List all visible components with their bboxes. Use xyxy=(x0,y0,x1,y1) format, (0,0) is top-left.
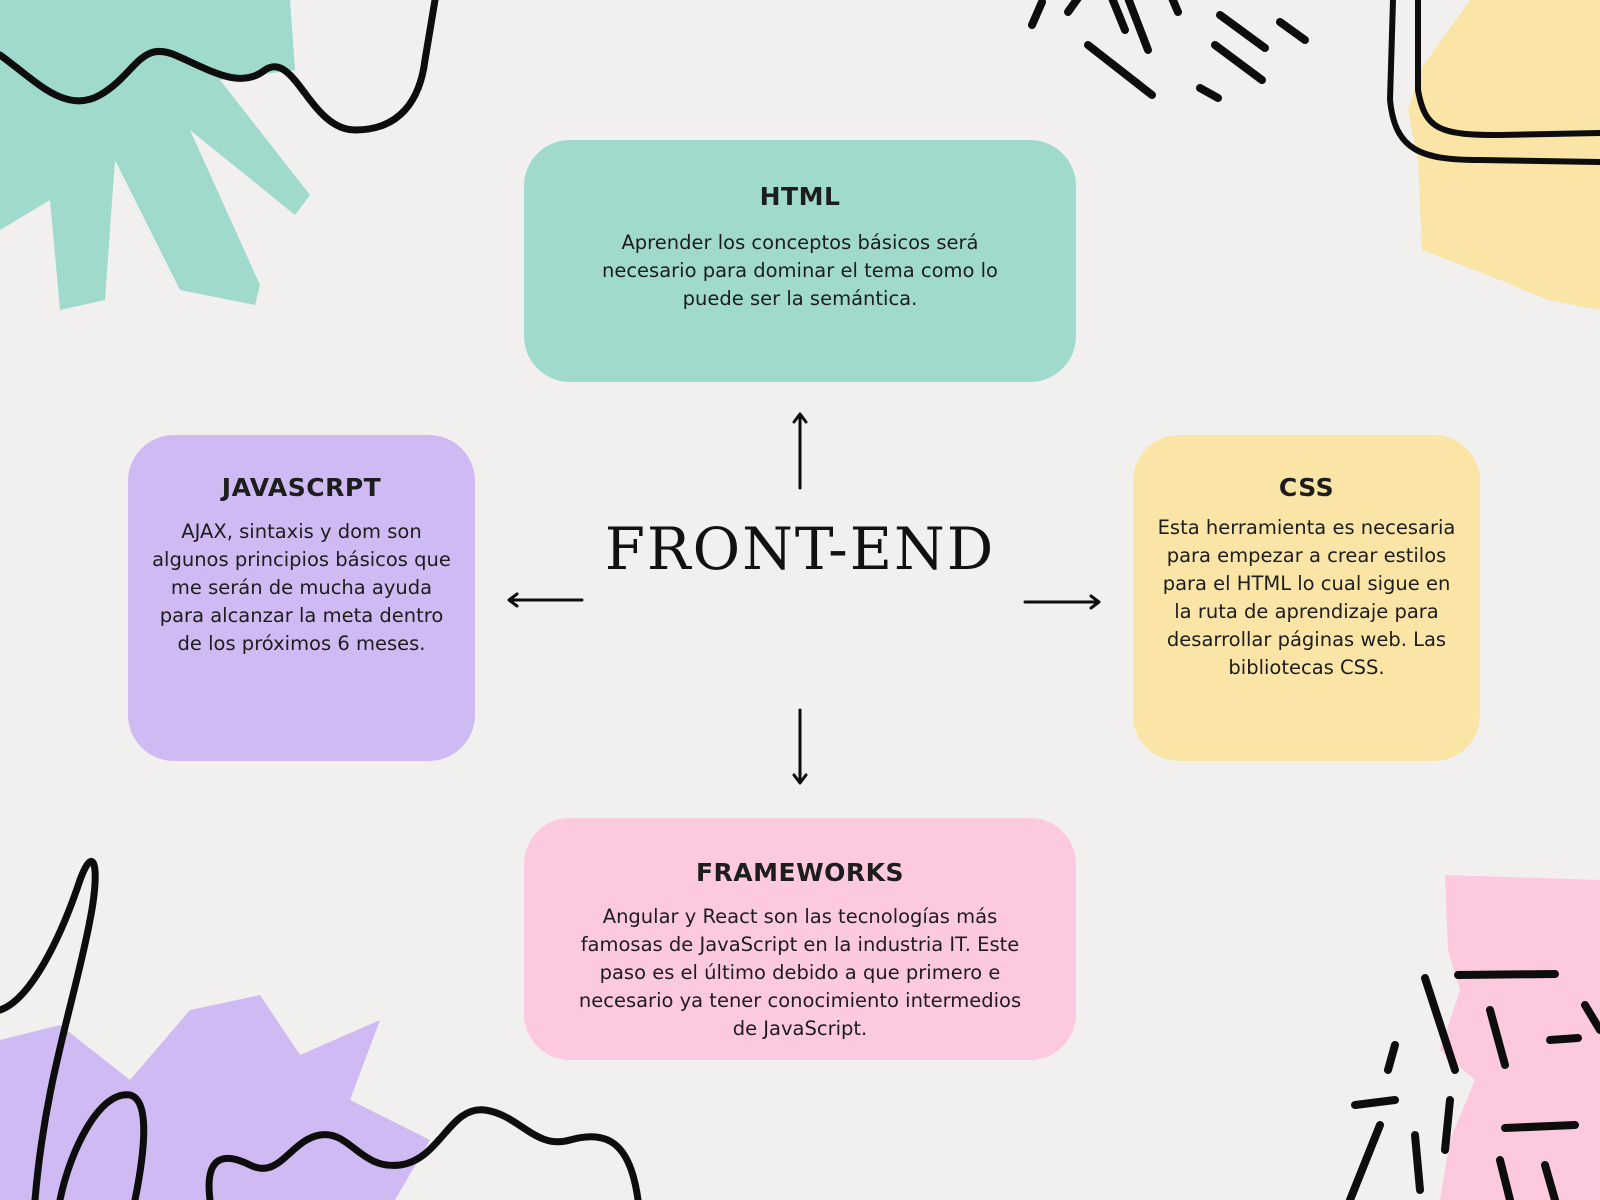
arrow-left-icon xyxy=(507,592,584,608)
wavy-line-bottom xyxy=(205,1106,642,1200)
javascript-card-body: AJAX, sintaxis y dom son algunos princip… xyxy=(152,520,451,655)
frameworks-card-title: FRAMEWORKS xyxy=(695,858,905,887)
javascript-card: JAVASCRPT AJAX, sintaxis y dom son algun… xyxy=(128,435,475,761)
yellow-blob-shape xyxy=(1408,0,1600,310)
css-card-title: CSS xyxy=(1278,473,1335,502)
html-card-title: HTML xyxy=(759,182,841,211)
lavender-burst-shape xyxy=(0,995,430,1200)
html-card-body: Aprender los conceptos básicos será nece… xyxy=(601,231,998,310)
arrow-up-icon xyxy=(792,412,808,490)
outline-square-top-right xyxy=(1386,0,1600,165)
javascript-card-title: JAVASCRPT xyxy=(221,473,382,502)
dash-cluster-bottom-right xyxy=(1346,970,1600,1200)
dash-cluster-top xyxy=(1028,0,1309,102)
pink-blob-shape xyxy=(1440,875,1600,1200)
css-card: CSS Esta herramienta es necesaria para e… xyxy=(1133,435,1480,761)
arrow-down-icon xyxy=(792,708,808,785)
html-card: HTML Aprender los conceptos básicos será… xyxy=(524,140,1076,382)
css-card-body: Esta herramienta es necesaria para empez… xyxy=(1157,516,1456,679)
arrow-right-icon xyxy=(1023,594,1101,610)
loop-line-bottom-left xyxy=(0,857,148,1200)
diagram-center-title: FRONT-END xyxy=(604,515,996,583)
wavy-line-top-left xyxy=(0,0,439,134)
frameworks-card-body: Angular y React son las tecnologías más … xyxy=(578,905,1022,1040)
frameworks-card: FRAMEWORKS Angular y React son las tecno… xyxy=(524,818,1076,1060)
